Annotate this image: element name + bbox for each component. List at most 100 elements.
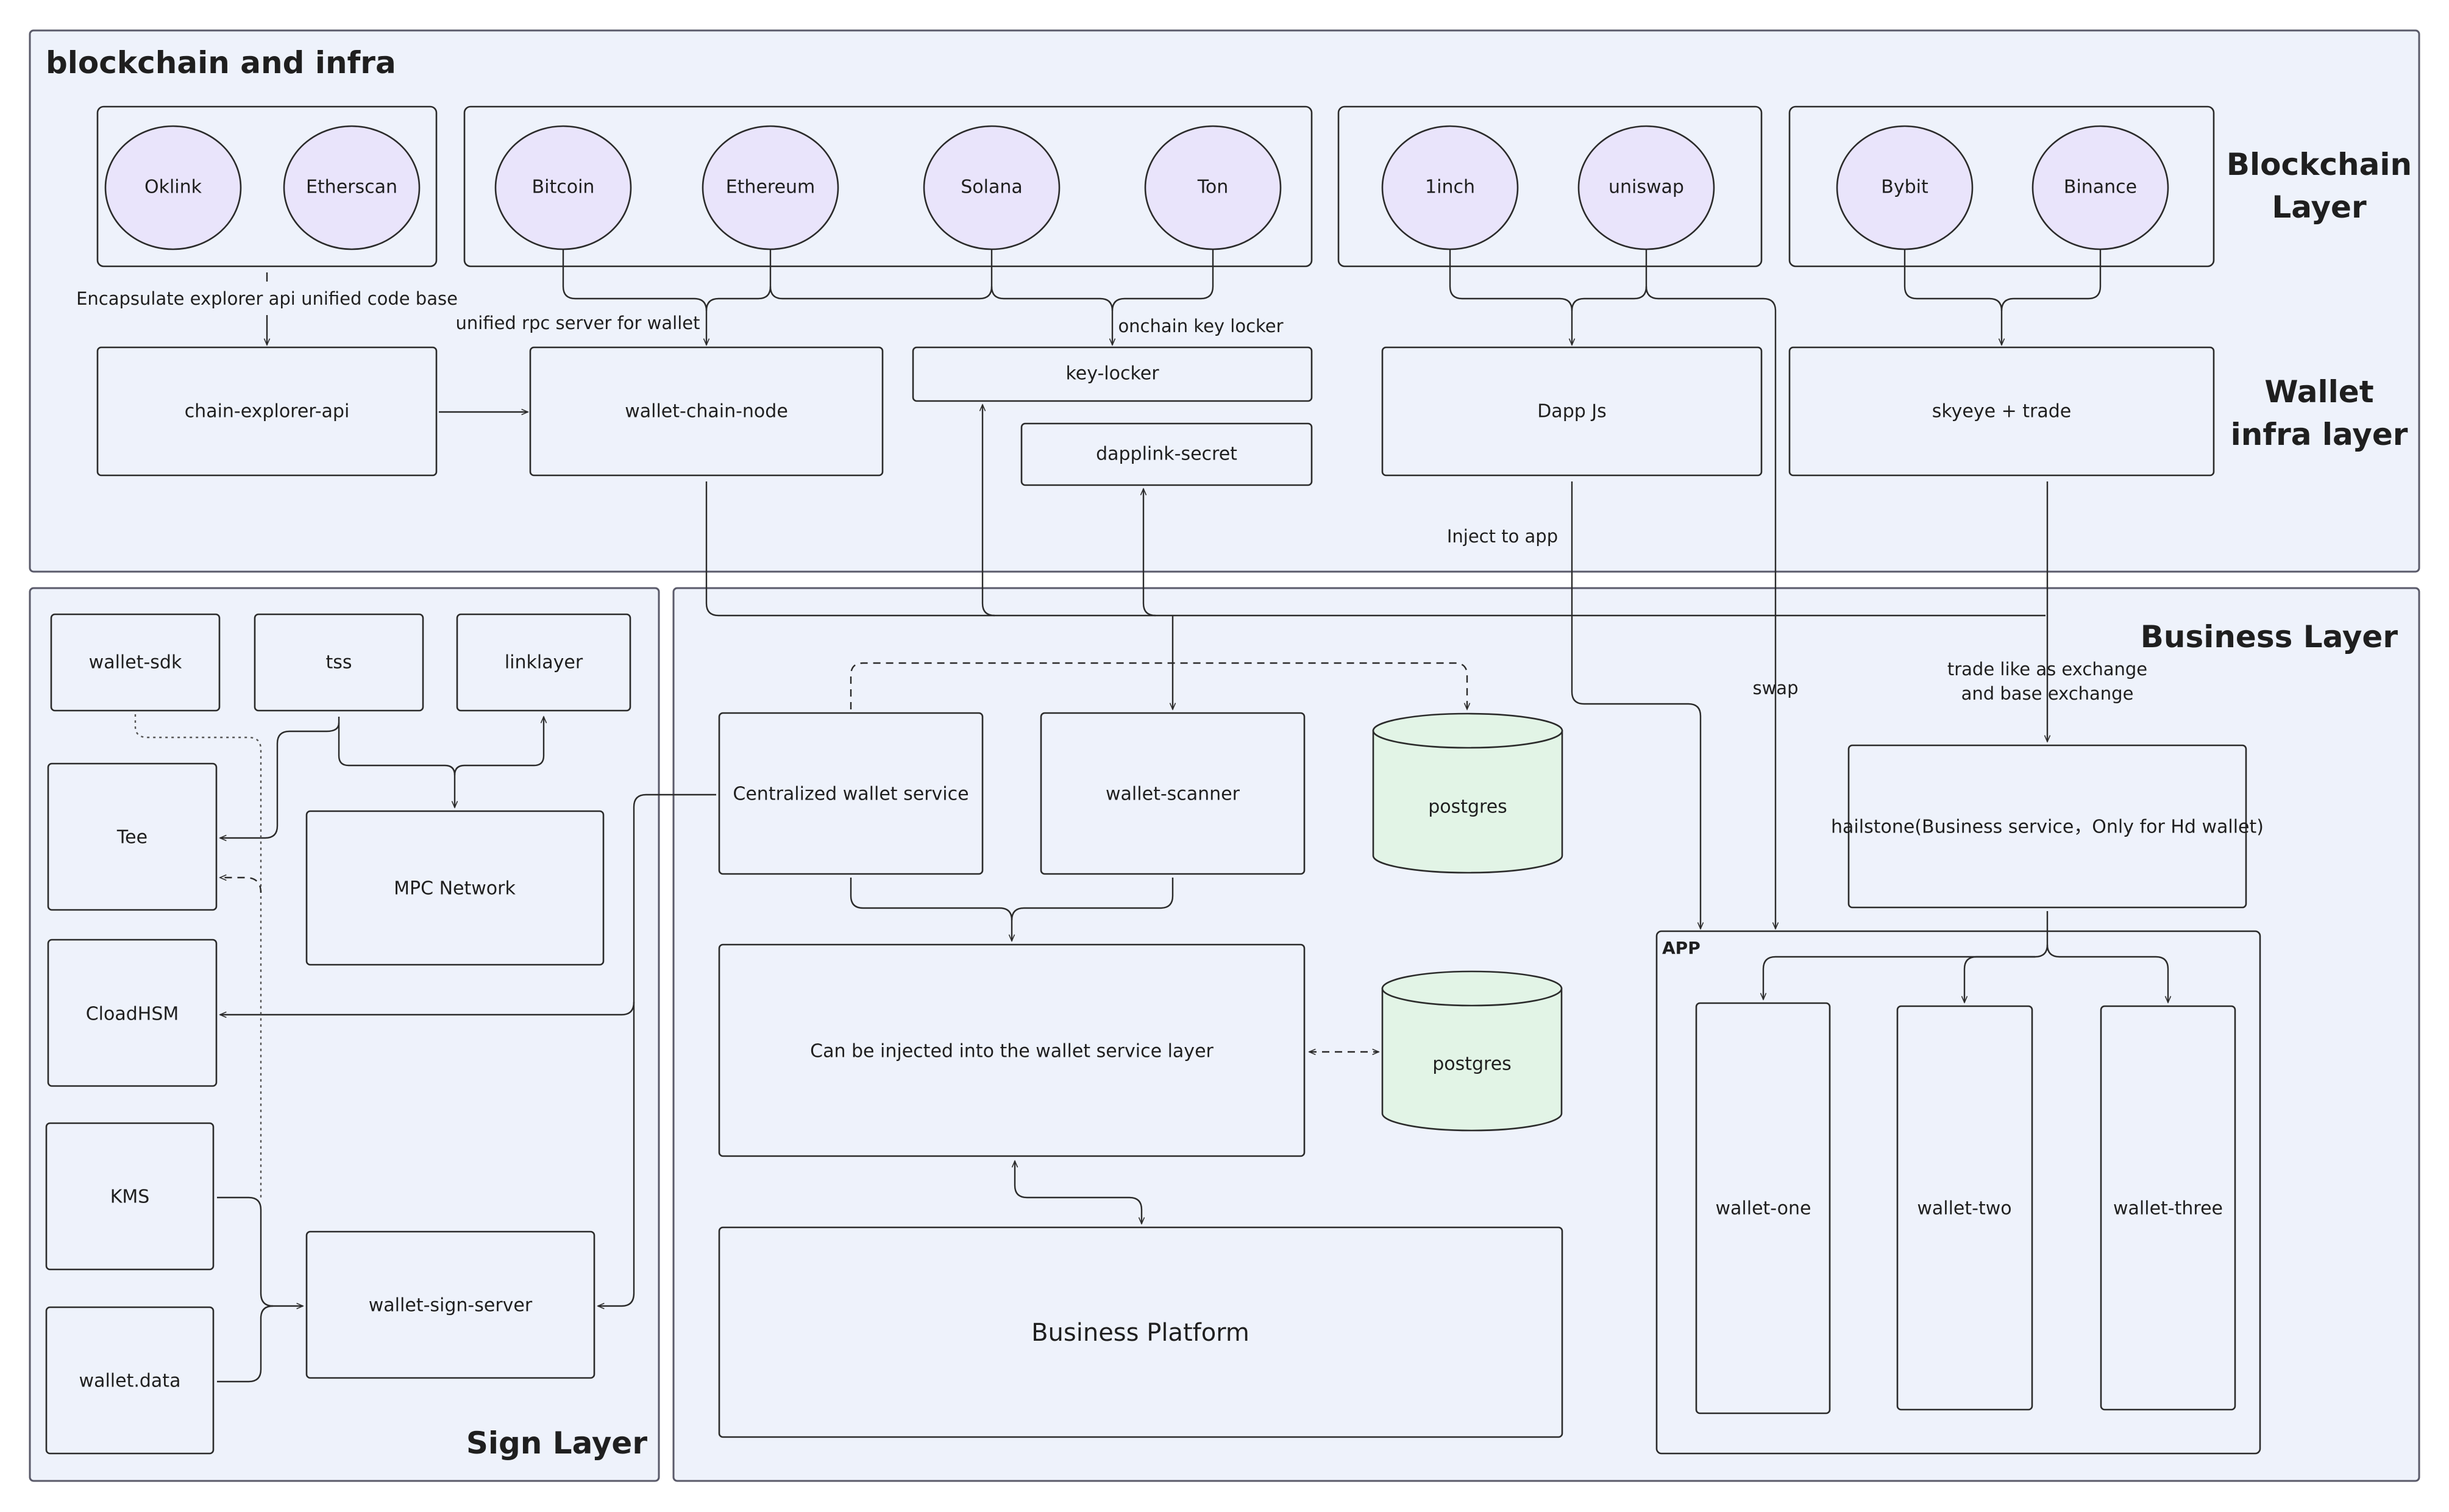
etherscan-label: Etherscan — [306, 177, 397, 198]
edge-kms-to-sign-server — [217, 1196, 303, 1306]
wallet-sign-server-node[interactable]: wallet-sign-server — [305, 1230, 595, 1379]
explorer-group — [96, 105, 438, 268]
wallet-data-label: wallet.data — [79, 1371, 181, 1392]
edge-cws-to-cloadhsm — [220, 793, 716, 1015]
wallet-scanner-node[interactable]: wallet-scanner — [1040, 712, 1306, 875]
edge-eth-sol-bus — [769, 249, 993, 300]
binance-node[interactable]: Binance — [2031, 125, 2169, 250]
edge-uniswap-swap-to-app — [1645, 286, 1775, 929]
kms-label: KMS — [110, 1187, 150, 1208]
blockchain-layer-title-line2: Layer — [2272, 190, 2367, 225]
edge-bitcoin-to-chain-node — [562, 249, 706, 345]
bitcoin-label: Bitcoin — [532, 177, 595, 198]
edge-injectable-business-platform — [1015, 1161, 1142, 1224]
oneinch-node[interactable]: 1inch — [1381, 125, 1519, 250]
bitcoin-node[interactable]: Bitcoin — [494, 125, 632, 250]
tss-node[interactable]: tss — [254, 613, 424, 712]
injectable-layer-node[interactable]: Can be injected into the wallet service … — [718, 943, 1306, 1157]
solana-node[interactable]: Solana — [923, 125, 1061, 250]
dex-group — [1337, 105, 1763, 268]
key-locker-node[interactable]: key-locker — [912, 346, 1313, 402]
key-locker-label: key-locker — [1065, 363, 1159, 385]
cloadhsm-label: CloadHSM — [86, 1004, 179, 1025]
etherscan-node[interactable]: Etherscan — [283, 125, 421, 250]
centralized-wallet-service-label: Centralized wallet service — [733, 784, 969, 805]
linklayer-label: linklayer — [505, 652, 583, 673]
edge-ton-to-key-locker — [1111, 249, 1214, 311]
postgres-db-1[interactable]: postgres — [1372, 712, 1563, 874]
edge-bus-to-dapplink-secret — [1143, 489, 1156, 617]
cex-group — [1788, 105, 2215, 268]
chain-explorer-api-node[interactable]: chain-explorer-api — [96, 346, 438, 477]
kms-node[interactable]: KMS — [45, 1122, 215, 1271]
business-platform-label: Business Platform — [1031, 1319, 1249, 1347]
postgres-db-2-label: postgres — [1432, 1054, 1512, 1075]
app-group-title: APP — [1662, 938, 1701, 958]
edge-label-onchain-key-locker: onchain key locker — [1118, 316, 1283, 336]
wallet-scanner-label: wallet-scanner — [1106, 784, 1240, 805]
wallet-one-node[interactable]: wallet-one — [1695, 1002, 1831, 1414]
wallet-two-node[interactable]: wallet-two — [1896, 1005, 2033, 1411]
wallet-one-label: wallet-one — [1715, 1198, 1811, 1219]
oneinch-label: 1inch — [1425, 177, 1475, 198]
wallet-data-node[interactable]: wallet.data — [45, 1306, 215, 1455]
ton-label: Ton — [1197, 177, 1229, 198]
wallet-chain-node-label: wallet-chain-node — [625, 401, 788, 422]
bybit-node[interactable]: Bybit — [1836, 125, 1974, 250]
edge-data-to-sign-server — [217, 1305, 274, 1383]
edge-label-trade-like-2: and base exchange — [1961, 683, 2134, 704]
mpc-network-label: MPC Network — [394, 878, 516, 900]
hailstone-node[interactable]: hailstone(Business service，Only for Hd w… — [1831, 744, 2264, 909]
edge-tss-to-tee — [220, 722, 340, 838]
edge-cws-to-postgres-1 — [850, 662, 1467, 709]
linklayer-node[interactable]: linklayer — [456, 613, 631, 712]
edge-uniswap-to-dapp — [1571, 249, 1647, 311]
edge-sdk-dotted — [134, 714, 262, 1198]
centralized-wallet-service-node[interactable]: Centralized wallet service — [718, 712, 984, 875]
mpc-network-node[interactable]: MPC Network — [305, 810, 605, 966]
chain-explorer-api-label: chain-explorer-api — [185, 401, 350, 422]
wallet-chain-node-node[interactable]: wallet-chain-node — [529, 346, 884, 477]
wallet-sdk-label: wallet-sdk — [89, 652, 182, 673]
chains-group — [463, 105, 1313, 268]
edge-ethereum-to-chain-node — [705, 249, 772, 311]
edge-oneinch-to-dapp — [1449, 249, 1572, 345]
business-platform-node[interactable]: Business Platform — [718, 1226, 1563, 1438]
oklink-node[interactable]: Oklink — [104, 125, 242, 250]
uniswap-label: uniswap — [1608, 177, 1684, 198]
ethereum-node[interactable]: Ethereum — [702, 125, 839, 250]
dapplink-secret-node[interactable]: dapplink-secret — [1020, 422, 1313, 486]
wallet-sdk-node[interactable]: wallet-sdk — [50, 613, 221, 712]
edge-hailstone-to-wallet-two — [1964, 956, 2035, 1003]
edge-label-unified-rpc: unified rpc server for wallet — [456, 313, 700, 333]
wallet-sign-server-label: wallet-sign-server — [369, 1295, 533, 1316]
solana-label: Solana — [961, 177, 1023, 198]
edge-dapp-to-app — [1571, 481, 1701, 929]
dapplink-secret-label: dapplink-secret — [1096, 444, 1237, 465]
tss-label: tss — [325, 652, 352, 673]
tee-label: Tee — [116, 827, 148, 848]
dapp-js-node[interactable]: Dapp Js — [1381, 346, 1763, 477]
edge-label-inject-to-app: Inject to app — [1447, 526, 1558, 547]
postgres-db-2[interactable]: postgres — [1381, 970, 1563, 1132]
uniswap-node[interactable]: uniswap — [1577, 125, 1715, 250]
skyeye-trade-node[interactable]: skyeye + trade — [1788, 346, 2215, 477]
edge-chain-node-bus — [705, 481, 2046, 617]
dapp-js-label: Dapp Js — [1537, 401, 1607, 422]
tee-node[interactable]: Tee — [47, 762, 218, 911]
wallet-three-label: wallet-three — [2113, 1198, 2223, 1219]
wallet-infra-layer-title-line2: infra layer — [2231, 417, 2408, 452]
edge-label-swap: swap — [1752, 678, 1798, 698]
edge-to-tee-dashed — [220, 878, 262, 893]
cloadhsm-node[interactable]: CloadHSM — [47, 939, 218, 1087]
oklink-label: Oklink — [144, 177, 202, 198]
wallet-three-node[interactable]: wallet-three — [2100, 1005, 2236, 1411]
ton-node[interactable]: Ton — [1144, 125, 1282, 250]
app-group — [1655, 930, 2261, 1455]
edge-bus-to-key-locker — [983, 405, 995, 617]
edge-hailstone-to-wallet-three — [2046, 944, 2168, 1003]
binance-label: Binance — [2064, 177, 2137, 198]
edge-scanner-to-injectable — [1011, 878, 1174, 921]
sign-layer-title: Sign Layer — [466, 1425, 648, 1461]
